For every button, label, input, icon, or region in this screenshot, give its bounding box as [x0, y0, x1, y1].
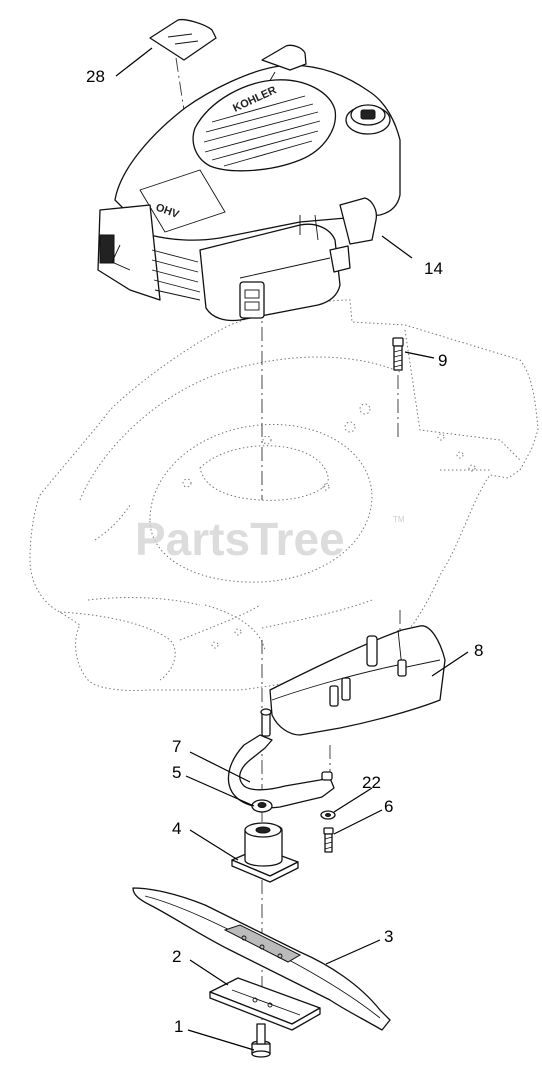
watermark-text: PartsTree — [135, 513, 345, 565]
callout-7: 7 — [172, 737, 181, 756]
callout-9: 9 — [438, 351, 447, 370]
decal-part — [149, 18, 217, 61]
blade-part — [132, 887, 391, 1031]
stiffener-part — [209, 977, 321, 1031]
callout-5: 5 — [172, 763, 181, 782]
bracket-part — [227, 708, 335, 809]
callout-14: 14 — [424, 259, 443, 278]
callout-28: 28 — [86, 67, 105, 86]
callout-8: 8 — [474, 641, 483, 660]
callout-4: 4 — [172, 819, 181, 838]
washer-part-22 — [320, 810, 336, 820]
blade-bolt-part — [251, 1023, 271, 1058]
bolt-part-9 — [392, 337, 404, 371]
screw-part-6 — [323, 827, 334, 853]
callout-22: 22 — [362, 773, 381, 792]
callout-2: 2 — [172, 947, 181, 966]
callout-6: 6 — [384, 797, 393, 816]
callouts: 28 14 9 8 7 5 22 6 4 3 2 1 — [86, 67, 483, 1036]
leader-lines — [115, 47, 469, 1051]
baffle-part — [269, 625, 446, 736]
callout-3: 3 — [384, 927, 393, 946]
callout-1: 1 — [174, 1017, 183, 1036]
blade-adapter-part — [231, 822, 299, 883]
engine-part: KOHLER OHV — [97, 44, 401, 322]
mower-deck — [29, 299, 539, 691]
watermark-trademark: TM — [393, 515, 405, 524]
washer-part-5 — [251, 799, 273, 813]
watermark: PartsTree TM — [135, 513, 405, 565]
